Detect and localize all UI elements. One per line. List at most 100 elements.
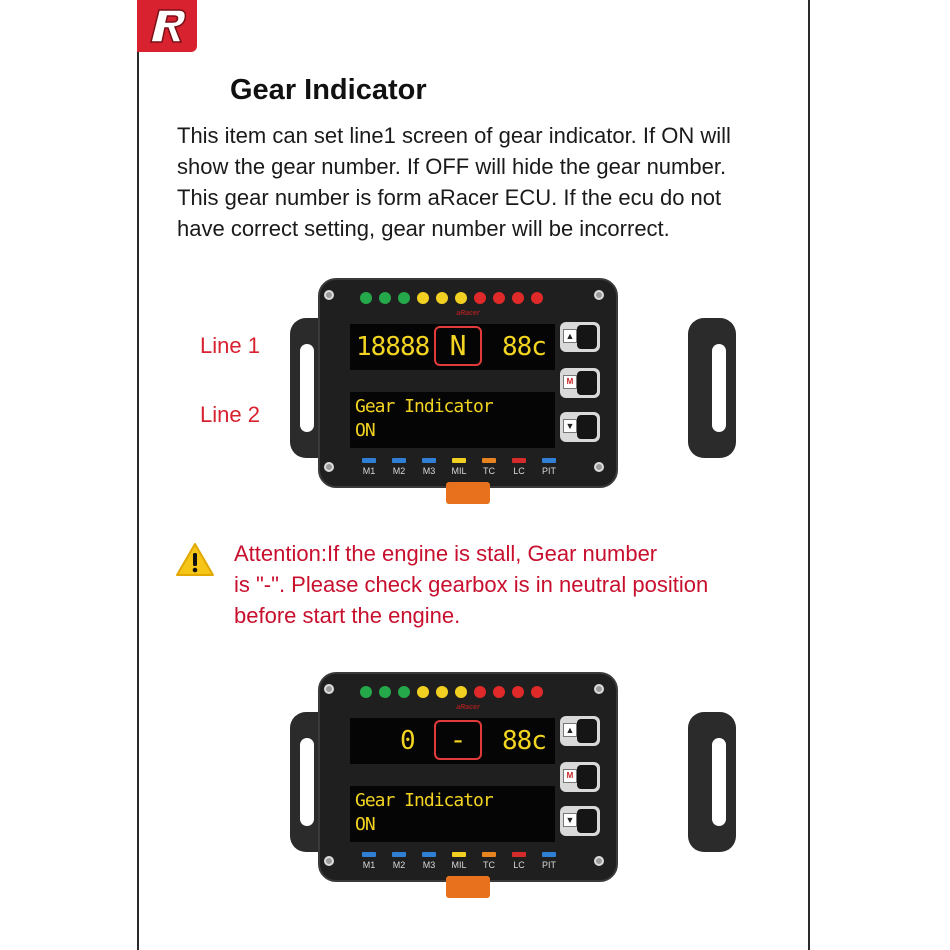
- status-led: [417, 686, 429, 698]
- attention-line: is "-". Please check gearbox is in neutr…: [234, 572, 709, 597]
- indicator-lamp: [512, 852, 526, 857]
- status-led: [436, 686, 448, 698]
- device-connector: [446, 876, 490, 898]
- status-led: [379, 686, 391, 698]
- status-led: [417, 292, 429, 304]
- lcd-line2: Gear Indicator ON: [350, 786, 555, 842]
- status-led: [398, 292, 410, 304]
- indicator-lamp: [452, 852, 466, 857]
- indicator-label: M2: [392, 466, 406, 476]
- device-brand-mark: aRacer: [456, 704, 480, 711]
- indicator-lamp: [362, 458, 376, 463]
- indicator-lamp: [452, 458, 466, 463]
- status-led: [531, 686, 543, 698]
- device-brand-mark: aRacer: [456, 310, 480, 317]
- status-led: [474, 686, 486, 698]
- down-arrow-icon: ▼: [563, 419, 577, 433]
- line1-left-value: 18888: [356, 332, 430, 362]
- indicator-label: M3: [422, 860, 436, 870]
- status-led: [493, 292, 505, 304]
- line2-value: ON: [355, 814, 376, 835]
- warning-icon: [175, 542, 215, 583]
- lcd-line1: 0 - 88c: [350, 718, 555, 764]
- status-led: [531, 292, 543, 304]
- indicator-label: M2: [392, 860, 406, 870]
- indicator-label: PIT: [541, 466, 556, 476]
- screw-icon: [324, 684, 334, 694]
- mode-icon: M: [563, 769, 577, 783]
- indicator-lamp: [362, 852, 376, 857]
- line2-title: Gear Indicator: [355, 790, 494, 811]
- gear-display-device-stall: aRacer 0 - 88c Gear Indicator ON ▲ M ▼ M…: [290, 672, 736, 898]
- intro-line: show the gear number. If OFF will hide t…: [177, 154, 727, 179]
- mode-button[interactable]: M: [560, 762, 600, 792]
- indicator-label: M1: [362, 466, 376, 476]
- intro-paragraph: This item can set line1 screen of gear i…: [177, 120, 797, 244]
- indicator-lamp: [392, 852, 406, 857]
- indicator-lamp: [542, 458, 556, 463]
- status-led: [474, 292, 486, 304]
- lcd-line1: 18888 N 88c: [350, 324, 555, 370]
- indicator-lamp: [422, 852, 436, 857]
- up-button[interactable]: ▲: [560, 716, 600, 746]
- line1-label: Line 1: [200, 333, 260, 358]
- line2-label: Line 2: [200, 402, 260, 427]
- attention-line: Attention:If the engine is stall, Gear n…: [234, 541, 658, 566]
- screw-icon: [324, 856, 334, 866]
- status-led: [436, 292, 448, 304]
- page-frame: [137, 0, 810, 950]
- indicator-lamp: [392, 458, 406, 463]
- gear-display-device-normal: aRacer 18888 N 88c Gear Indicator ON ▲ M…: [290, 278, 736, 504]
- screw-icon: [594, 290, 604, 300]
- indicator-lamp: [542, 852, 556, 857]
- status-led: [455, 686, 467, 698]
- mounting-tab-right: [688, 712, 736, 852]
- indicator-label: MIL: [451, 466, 467, 476]
- intro-line: This gear number is form aRacer ECU. If …: [177, 185, 722, 210]
- status-led: [455, 292, 467, 304]
- intro-line: This item can set line1 screen of gear i…: [177, 123, 731, 148]
- screw-icon: [594, 684, 604, 694]
- indicator-lamp: [482, 852, 496, 857]
- mode-button[interactable]: M: [560, 368, 600, 398]
- indicator-label: M3: [422, 466, 436, 476]
- indicator-label: LC: [513, 860, 525, 870]
- status-led: [379, 292, 391, 304]
- status-led: [360, 292, 372, 304]
- page-title: Gear Indicator: [230, 74, 427, 106]
- lcd-line2: Gear Indicator ON: [350, 392, 555, 448]
- down-arrow-icon: ▼: [563, 813, 577, 827]
- brand-logo: [137, 0, 197, 52]
- attention-note: Attention:If the engine is stall, Gear n…: [234, 538, 708, 631]
- indicator-label: LC: [513, 466, 525, 476]
- screw-icon: [324, 290, 334, 300]
- screw-icon: [594, 856, 604, 866]
- status-led: [493, 686, 505, 698]
- indicator-lamp: [422, 458, 436, 463]
- gear-highlight-box: -: [434, 720, 482, 760]
- line1-right-value: 88c: [502, 332, 547, 362]
- screw-icon: [324, 462, 334, 472]
- line2-value: ON: [355, 420, 376, 441]
- up-button[interactable]: ▲: [560, 322, 600, 352]
- mounting-tab-right: [688, 318, 736, 458]
- line1-right-value: 88c: [502, 726, 547, 756]
- indicator-label: M1: [362, 860, 376, 870]
- status-led: [512, 686, 524, 698]
- status-led: [398, 686, 410, 698]
- indicator-lamp: [512, 458, 526, 463]
- line2-title: Gear Indicator: [355, 396, 494, 417]
- screw-icon: [594, 462, 604, 472]
- intro-line: have correct setting, gear number will b…: [177, 216, 670, 241]
- attention-line: before start the engine.: [234, 603, 461, 628]
- mode-icon: M: [563, 375, 577, 389]
- indicator-label: TC: [483, 466, 495, 476]
- indicator-lamp: [482, 458, 496, 463]
- indicator-label: TC: [483, 860, 495, 870]
- line1-left-value: 0: [400, 726, 416, 756]
- indicator-label: MIL: [451, 860, 467, 870]
- down-button[interactable]: ▼: [560, 412, 600, 442]
- device-connector: [446, 482, 490, 504]
- gear-highlight-box: N: [434, 326, 482, 366]
- down-button[interactable]: ▼: [560, 806, 600, 836]
